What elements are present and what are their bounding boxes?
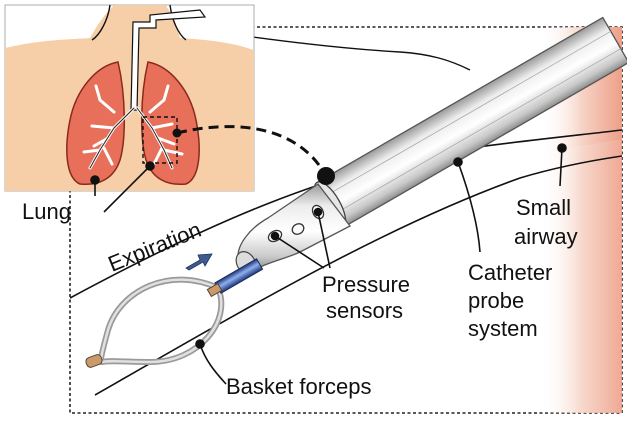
- label-catheter-line1: Catheter: [468, 260, 552, 285]
- label-lung: Lung: [22, 199, 71, 224]
- label-small-line1: Small: [516, 195, 571, 220]
- label-small-line2: airway: [514, 224, 578, 249]
- label-pressure-line2: sensors: [326, 298, 403, 323]
- label-basket-forceps: Basket forceps: [226, 374, 372, 399]
- label-pressure-line1: Pressure: [322, 272, 410, 297]
- lung-inset: [5, 5, 254, 191]
- dot-icon: [173, 129, 182, 138]
- label-catheter-line3: system: [468, 316, 538, 341]
- dot-icon: [317, 167, 335, 185]
- label-catheter-line2: probe: [468, 288, 524, 313]
